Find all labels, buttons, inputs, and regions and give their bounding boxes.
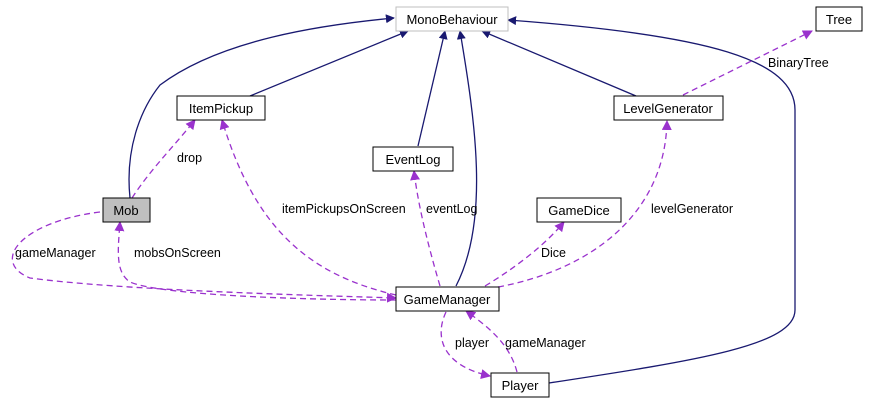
- node-itempickup-label: ItemPickup: [189, 101, 253, 116]
- edge-player-inherits-monobehaviour: [507, 16, 796, 384]
- node-gamedice[interactable]: GameDice: [536, 197, 622, 223]
- node-levelgenerator[interactable]: LevelGenerator: [613, 95, 724, 121]
- node-gamemanager-label: GameManager: [404, 292, 491, 307]
- node-gamemanager[interactable]: GameManager: [395, 286, 500, 312]
- edge-label-dice: Dice: [541, 246, 566, 260]
- node-levelgenerator-label: LevelGenerator: [623, 101, 713, 116]
- edge-gamemanager-uses-mob: [114, 221, 397, 301]
- edge-label-mobsonscreen: mobsOnScreen: [134, 246, 221, 260]
- edge-label-drop: drop: [177, 151, 202, 165]
- edge-mob-uses-gamemanager: [11, 211, 397, 303]
- edge-label-binarytree: BinaryTree: [768, 56, 829, 70]
- edge-mob-uses-itempickup: [131, 119, 196, 199]
- edge-label-eventlog: eventLog: [426, 202, 477, 216]
- edge-levelgenerator-inherits-monobehaviour: [481, 30, 637, 97]
- node-gamedice-label: GameDice: [548, 203, 609, 218]
- node-monobehaviour[interactable]: MonoBehaviour: [395, 6, 509, 32]
- node-itempickup[interactable]: ItemPickup: [176, 95, 266, 121]
- edge-label-itempickupsonscreen: itemPickupsOnScreen: [282, 202, 406, 216]
- edge-label-levelgenerator: levelGenerator: [651, 202, 733, 216]
- node-player-label: Player: [502, 378, 540, 393]
- edge-itempickup-inherits-monobehaviour: [249, 29, 409, 97]
- node-tree[interactable]: Tree: [815, 6, 863, 32]
- edge-levelgenerator-uses-tree: [682, 30, 813, 96]
- node-eventlog[interactable]: EventLog: [372, 146, 454, 172]
- edge-gamemanager-uses-gamedice: [484, 221, 565, 287]
- edge-gamemanager-uses-itempickup: [219, 119, 397, 296]
- node-mob-label: Mob: [113, 203, 138, 218]
- edge-eventlog-inherits-monobehaviour: [417, 30, 448, 147]
- edge-gamemanager-inherits-monobehaviour: [455, 30, 478, 287]
- node-monobehaviour-label: MonoBehaviour: [406, 12, 498, 27]
- node-eventlog-label: EventLog: [386, 152, 441, 167]
- edge-label-player: player: [455, 336, 489, 350]
- node-player[interactable]: Player: [490, 372, 550, 398]
- edge-label-gamemanager-player: gameManager: [505, 336, 586, 350]
- edge-player-uses-gamemanager: [465, 310, 518, 373]
- edge-mob-inherits-monobehaviour: [128, 14, 395, 199]
- node-mob[interactable]: Mob: [102, 197, 151, 223]
- node-tree-label: Tree: [826, 12, 852, 27]
- edge-label-gamemanager-mob: gameManager: [15, 246, 96, 260]
- edge-gamemanager-uses-levelgenerator: [497, 120, 672, 288]
- edge-gamemanager-uses-eventlog: [410, 170, 441, 287]
